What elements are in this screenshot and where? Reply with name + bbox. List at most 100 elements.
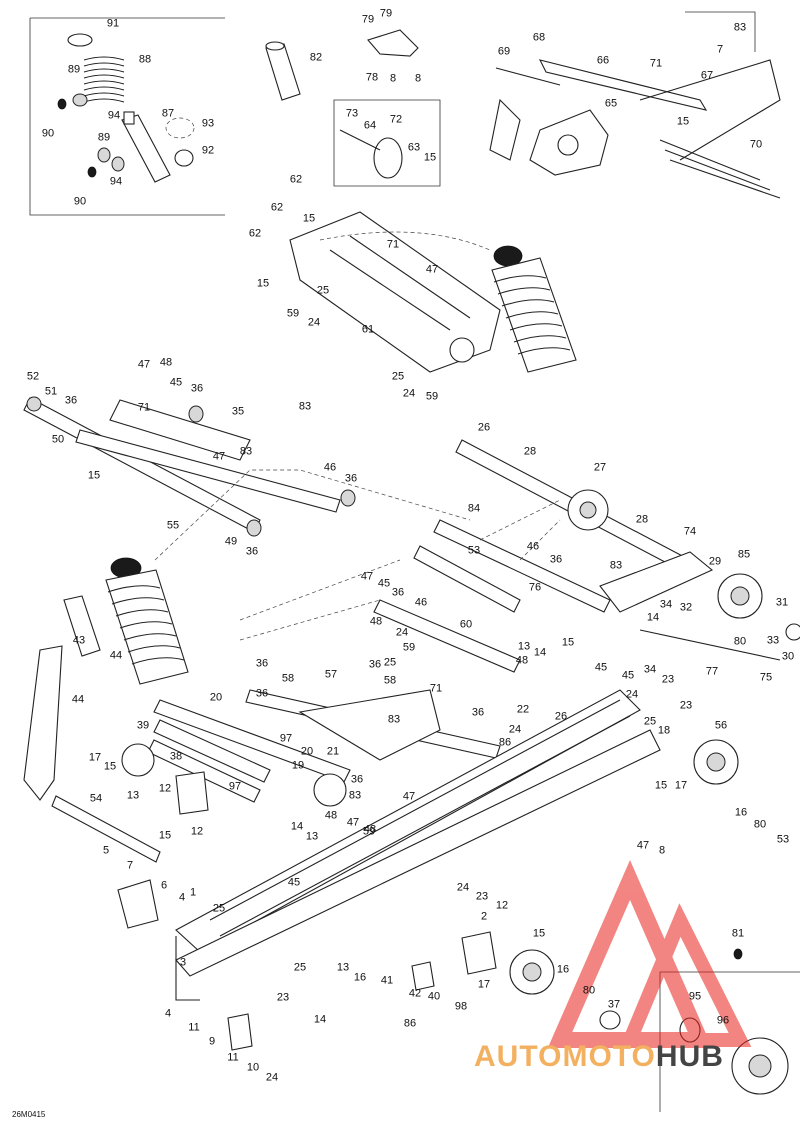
callout-number: 29 — [708, 555, 722, 568]
callout-number: 45 — [377, 577, 391, 590]
callout-number: 94 — [109, 175, 123, 188]
callout-number: 34 — [659, 598, 673, 611]
callout-number: 47 — [360, 570, 374, 583]
callout-number: 23 — [661, 673, 675, 686]
callout-number: 12 — [190, 825, 204, 838]
callout-number: 83 — [348, 789, 362, 802]
callout-number: 49 — [224, 535, 238, 548]
callout-number: 36 — [190, 382, 204, 395]
callout-number: 44 — [109, 649, 123, 662]
callout-number: 3 — [179, 956, 187, 969]
callout-number: 48 — [363, 823, 377, 836]
callout-number: 59 — [402, 641, 416, 654]
inset-frame-bracket — [333, 99, 441, 187]
callout-number: 17 — [674, 779, 688, 792]
part-56-link — [23, 645, 63, 801]
callout-number: 66 — [596, 54, 610, 67]
callout-number: 36 — [255, 657, 269, 670]
callout-number: 90 — [73, 195, 87, 208]
callout-number: 24 — [456, 881, 470, 894]
callout-number: 13 — [305, 830, 319, 843]
callout-number: 24 — [307, 316, 321, 329]
callout-number: 70 — [749, 138, 763, 151]
callout-number: 28 — [523, 445, 537, 458]
callout-number: 25 — [212, 902, 226, 915]
callout-number: 61 — [361, 323, 375, 336]
callout-number: 83 — [609, 559, 623, 572]
part-12-bracket — [461, 931, 497, 975]
callout-number: 48 — [515, 654, 529, 667]
callout-number: 74 — [683, 525, 697, 538]
callout-number: 54 — [89, 792, 103, 805]
callout-number: 86 — [498, 736, 512, 749]
callout-number: 97 — [228, 780, 242, 793]
callout-number: 79 — [361, 13, 375, 26]
callout-number: 36 — [391, 586, 405, 599]
callout-number: 47 — [346, 816, 360, 829]
callout-number: 75 — [759, 671, 773, 684]
callout-number: 79 — [379, 7, 393, 20]
callout-number: 13 — [126, 789, 140, 802]
callout-number: 25 — [383, 656, 397, 669]
callout-number: 83 — [733, 21, 747, 34]
callout-number: 59 — [362, 825, 376, 838]
callout-number: 41 — [380, 974, 394, 987]
callout-number: 77 — [705, 665, 719, 678]
callout-number: 35 — [231, 405, 245, 418]
callout-number: 2 — [480, 910, 488, 923]
callout-number: 14 — [646, 611, 660, 624]
callout-number: 36 — [64, 394, 78, 407]
part-5-block — [117, 879, 159, 929]
callout-number: 6 — [160, 879, 168, 892]
callout-number: 71 — [649, 57, 663, 70]
callout-number: 36 — [350, 773, 364, 786]
callout-number: 69 — [497, 45, 511, 58]
callout-number: 4 — [178, 891, 186, 904]
callout-number: 39 — [136, 719, 150, 732]
callout-number: 84 — [467, 502, 481, 515]
callout-number: 62 — [289, 173, 303, 186]
callout-number: 24 — [508, 723, 522, 736]
watermark-text-a: AUTOMOTO — [474, 1040, 656, 1073]
callout-number: 58 — [281, 672, 295, 685]
callout-number: 14 — [533, 646, 547, 659]
callout-number: 17 — [477, 978, 491, 991]
callout-number: 20 — [209, 691, 223, 704]
callout-number: 73 — [345, 107, 359, 120]
part-9-bracket — [227, 1013, 253, 1051]
part-78-bracket — [367, 29, 419, 57]
callout-number: 47 — [402, 790, 416, 803]
callout-number: 7 — [716, 43, 724, 56]
callout-number: 46 — [526, 540, 540, 553]
callout-number: 47 — [636, 839, 650, 852]
callout-number: 47 — [212, 450, 226, 463]
callout-number: 32 — [679, 601, 693, 614]
callout-number: 8 — [389, 72, 397, 85]
callout-number: 12 — [495, 899, 509, 912]
callout-number: 48 — [159, 356, 173, 369]
watermark-text-b: HUB — [655, 1040, 724, 1073]
callout-number: 93 — [201, 117, 215, 130]
callout-number: 97 — [279, 732, 293, 745]
callout-number: 67 — [700, 69, 714, 82]
callout-number: 53 — [776, 833, 790, 846]
callout-number: 36 — [471, 706, 485, 719]
callout-number: 28 — [635, 513, 649, 526]
callout-number: 91 — [106, 17, 120, 30]
callout-number: 95 — [688, 990, 702, 1003]
callout-number: 60 — [459, 618, 473, 631]
callout-number: 81 — [731, 927, 745, 940]
callout-number: 8 — [414, 72, 422, 85]
shock-kit-parts — [57, 33, 195, 183]
callout-number: 80 — [582, 984, 596, 997]
callout-number: 56 — [714, 719, 728, 732]
callout-number: 45 — [169, 376, 183, 389]
callout-number: 48 — [369, 615, 383, 628]
callout-number: 98 — [454, 1000, 468, 1013]
callout-number: 80 — [733, 635, 747, 648]
callout-number: 36 — [368, 658, 382, 671]
inset-frame-shock-kit — [29, 17, 225, 216]
callout-number: 51 — [44, 385, 58, 398]
callout-number: 1 — [189, 886, 197, 899]
callout-number: 16 — [556, 963, 570, 976]
